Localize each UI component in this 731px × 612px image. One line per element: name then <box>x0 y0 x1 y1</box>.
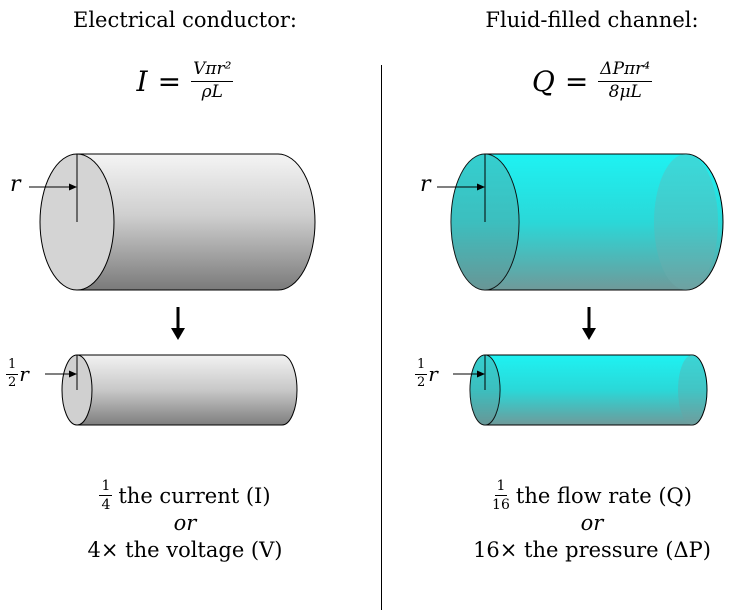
left-formula-denominator: ρL <box>201 81 223 102</box>
left-result-line2: 4× the voltage (V) <box>87 537 283 562</box>
left-half-fraction: 1 2 <box>6 357 19 391</box>
right-formula: Q = ΔPπr⁴ 8μL <box>412 59 731 102</box>
right-result-frac-num: 1 <box>494 478 508 496</box>
left-result-frac-num: 1 <box>99 478 113 496</box>
right-formula-denominator: 8μL <box>608 81 642 102</box>
right-half-den: 2 <box>417 374 426 390</box>
left-formula: I = Vπr² ρL <box>5 59 365 102</box>
left-half-den: 2 <box>8 374 17 390</box>
right-formula-fraction: ΔPπr⁴ 8μL <box>598 59 653 102</box>
right-result-line1-text: the flow rate (Q) <box>515 483 692 508</box>
left-half-var: r <box>19 362 29 387</box>
right-formula-numerator: ΔPπr⁴ <box>598 59 653 82</box>
left-result-or: or <box>173 510 197 535</box>
left-formula-fraction: Vπr² ρL <box>191 59 234 102</box>
left-result-frac-den: 4 <box>101 497 111 513</box>
conductor-small-body <box>45 354 298 426</box>
left-result-line1: 1 4 the current (I) <box>5 478 365 513</box>
left-half-num: 1 <box>6 357 19 375</box>
left-half-radius-label: 1 2 r <box>6 357 29 391</box>
left-result-fraction: 1 4 <box>99 478 113 513</box>
left-radius-label: r <box>10 172 21 197</box>
left-result-line1-text: the current (I) <box>118 483 271 508</box>
right-result-fraction: 1 16 <box>492 478 510 513</box>
left-result: 1 4 the current (I) or 4× the voltage (V… <box>5 478 365 563</box>
left-formula-numerator: Vπr² <box>191 59 234 82</box>
right-half-radius-label: 1 2 r <box>415 357 438 391</box>
left-heading: Electrical conductor: <box>73 8 297 32</box>
right-radius-label: r <box>420 172 431 197</box>
conductor-down-arrow <box>171 307 185 340</box>
right-result-frac-den: 16 <box>492 497 510 513</box>
left-formula-lhs: I <box>136 64 148 98</box>
left-formula-equals: = <box>157 64 182 98</box>
fluid-small-body <box>453 354 708 426</box>
conductor-large-body <box>29 153 316 291</box>
right-result-line2: 16× the pressure (ΔP) <box>473 537 711 562</box>
right-result-or: or <box>580 510 604 535</box>
right-half-var: r <box>428 362 438 387</box>
right-half-fraction: 1 2 <box>415 357 428 391</box>
fluid-down-arrow <box>582 307 596 340</box>
fluid-large-body <box>437 153 724 291</box>
right-formula-equals: = <box>564 64 589 98</box>
right-heading: Fluid-filled channel: <box>485 8 699 32</box>
panel-divider <box>381 65 382 610</box>
right-formula-lhs: Q <box>531 64 555 98</box>
right-result: 1 16 the flow rate (Q) or 16× the pressu… <box>412 478 731 563</box>
right-result-line1: 1 16 the flow rate (Q) <box>412 478 731 513</box>
right-half-num: 1 <box>415 357 428 375</box>
